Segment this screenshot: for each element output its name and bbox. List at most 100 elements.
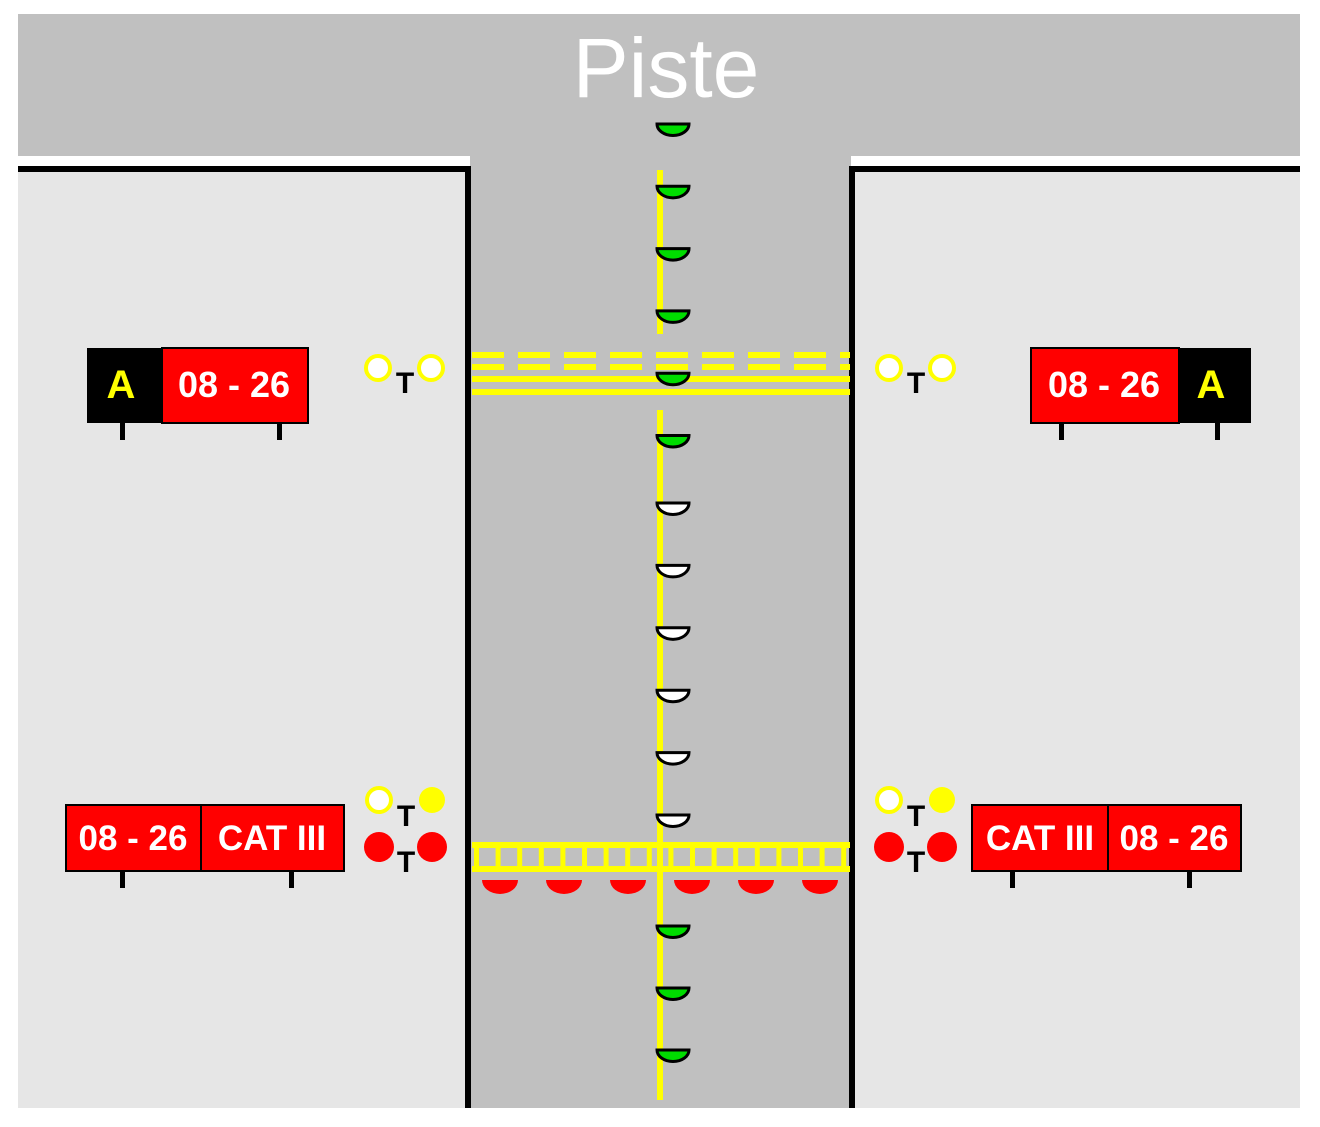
sign-holding-a-right: 08 - 26 A [1030,347,1251,440]
centerline-lights [655,122,691,1064]
guard-light-label: T [907,800,925,833]
ladder-rung [711,846,717,868]
sign-category-panel [200,804,345,872]
ladder-rung [495,846,501,868]
guard-light-unlit [928,354,956,382]
stop-bar-light-red [674,880,710,894]
sign-location-panel [87,348,162,423]
dashed-line-segment [794,352,826,358]
centerline-light-green [655,309,691,324]
guard-light-yellow [419,787,445,813]
dashed-line-segment [702,364,734,370]
sign-designator-text: 08 - 26 [178,364,290,405]
ladder-rung [603,846,609,868]
runway-label: Piste [573,21,760,115]
centerline-light-green [655,184,691,200]
dashed-line-segment [564,352,596,358]
stop-bar-light-red [738,880,774,894]
guard-lights-cat3-left: T T [364,786,447,879]
guard-lights-cat3-right: T T [874,786,957,879]
sign-holding-cat3-right: CAT III 08 - 26 [971,804,1242,888]
stop-bar-light-red [610,880,646,894]
dashed-line-segment [840,352,850,358]
sign-designator-text: 08 - 26 [1048,364,1160,405]
dashed-line-segment [472,352,504,358]
stop-light-red [927,832,957,862]
stop-bar-light-red [482,880,518,894]
stop-bar-lights [482,880,838,894]
centerline-light-green [655,122,691,138]
guard-light-unlit [364,354,392,382]
ladder-rung [646,846,652,868]
dashed-line-segment [518,364,550,370]
guard-lights-a-right: T [875,354,956,400]
ladder-rung [560,846,566,868]
centerline-light-green [655,434,691,449]
centerline-light-green [655,371,691,387]
guard-light-unlit [875,786,903,814]
stop-light-red [417,832,447,862]
dashed-line-segment [794,364,826,370]
grass-area-right [852,168,1300,1108]
ladder-rung [841,846,847,868]
ladder-rung [798,846,803,868]
sign-category-text: CAT III [218,819,326,858]
sign-mandatory-panel [1030,347,1180,424]
ladder-rung [690,846,695,868]
dashed-line-segment [518,352,550,358]
sign-location-text: A [1197,363,1226,407]
ladder-rung [517,846,523,868]
guard-lights-a-left: T [364,354,445,400]
sign-designator-panel [65,804,202,872]
centerline-light-unlit [655,501,691,517]
ladder-rung [733,846,739,868]
sign-category-panel [971,804,1109,872]
ladder-rung [582,846,587,868]
sign-category-text: CAT III [986,819,1094,858]
stop-bar-light-red [546,880,582,894]
guard-light-label: T [397,800,415,833]
ladder-rung [776,846,782,868]
dashed-line-segment [840,364,850,370]
dashed-line-segment [748,364,780,370]
centerline-light-green [655,1048,691,1064]
sign-post [277,422,282,440]
sign-designator-text: 08 - 26 [1120,819,1229,858]
dashed-line-segment [702,352,734,358]
edge-line-right [849,166,1300,1108]
centerline-light-unlit [655,626,691,641]
stop-bar-light-red [802,880,838,894]
ladder-rung [474,846,479,868]
sign-post [1010,871,1015,888]
sign-post [120,871,125,888]
grass-area-left [18,168,468,1108]
sign-designator-panel [1107,804,1242,872]
sign-holding-a-left: A 08 - 26 [87,347,309,440]
sign-location-panel [1179,348,1251,423]
guard-light-label: T [396,367,414,400]
ladder-rail-top [472,842,850,848]
guard-light-unlit [875,354,903,382]
ladder-rung [819,846,825,868]
centerline-light-unlit [655,751,691,766]
stop-light-red [364,832,394,862]
sign-holding-cat3-left: 08 - 26 CAT III [65,804,345,888]
edge-line-left [18,166,471,1108]
ladder-rail-bottom [472,866,850,872]
centerline-light-unlit [655,563,691,579]
sign-location-text: A [107,363,136,407]
ladder-rung [754,846,760,868]
guard-light-unlit [365,786,393,814]
holding-position-marking-cat3 [472,842,850,872]
sign-designator-text: 08 - 26 [79,819,188,858]
centerline-light-unlit [655,813,691,829]
dashed-line-segment [748,352,780,358]
dashed-line-segment [610,352,642,358]
runway [18,14,1300,156]
ladder-rung [668,846,674,868]
guard-light-label: T [907,367,925,400]
sign-post [1059,422,1064,440]
sign-post [1215,422,1220,440]
dashed-line-segment [656,364,688,370]
